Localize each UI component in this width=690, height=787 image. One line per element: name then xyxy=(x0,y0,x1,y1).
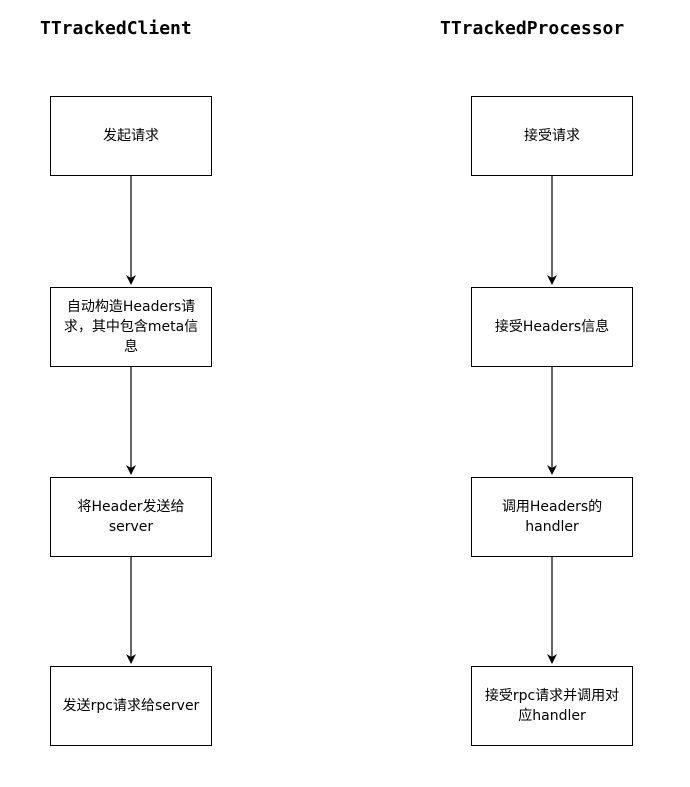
client-step-send-rpc: 发送rpc请求给server xyxy=(50,666,212,746)
node-label: 自动构造Headers请求，其中包含meta信息 xyxy=(63,299,199,355)
client-step-send-request: 发起请求 xyxy=(50,96,212,176)
processor-lane-title: TTrackedProcessor xyxy=(440,18,625,39)
processor-step-call-rpc-handler: 接受rpc请求并调用对应handler xyxy=(471,666,633,746)
client-step-send-header: 将Header发送给server xyxy=(50,477,212,557)
node-label: 发起请求 xyxy=(103,128,159,144)
processor-step-accept-request: 接受请求 xyxy=(471,96,633,176)
node-label: 将Header发送给server xyxy=(77,499,185,535)
node-label: 调用Headers的handler xyxy=(501,499,603,535)
client-lane-title: TTrackedClient xyxy=(40,18,192,39)
processor-step-accept-headers: 接受Headers信息 xyxy=(471,287,633,367)
client-step-build-headers: 自动构造Headers请求，其中包含meta信息 xyxy=(50,287,212,367)
node-label: 接受rpc请求并调用对应handler xyxy=(484,688,620,724)
node-label: 接受请求 xyxy=(524,128,580,144)
node-label: 接受Headers信息 xyxy=(494,319,610,335)
node-label: 发送rpc请求给server xyxy=(62,698,200,714)
processor-step-call-header-handler: 调用Headers的handler xyxy=(471,477,633,557)
